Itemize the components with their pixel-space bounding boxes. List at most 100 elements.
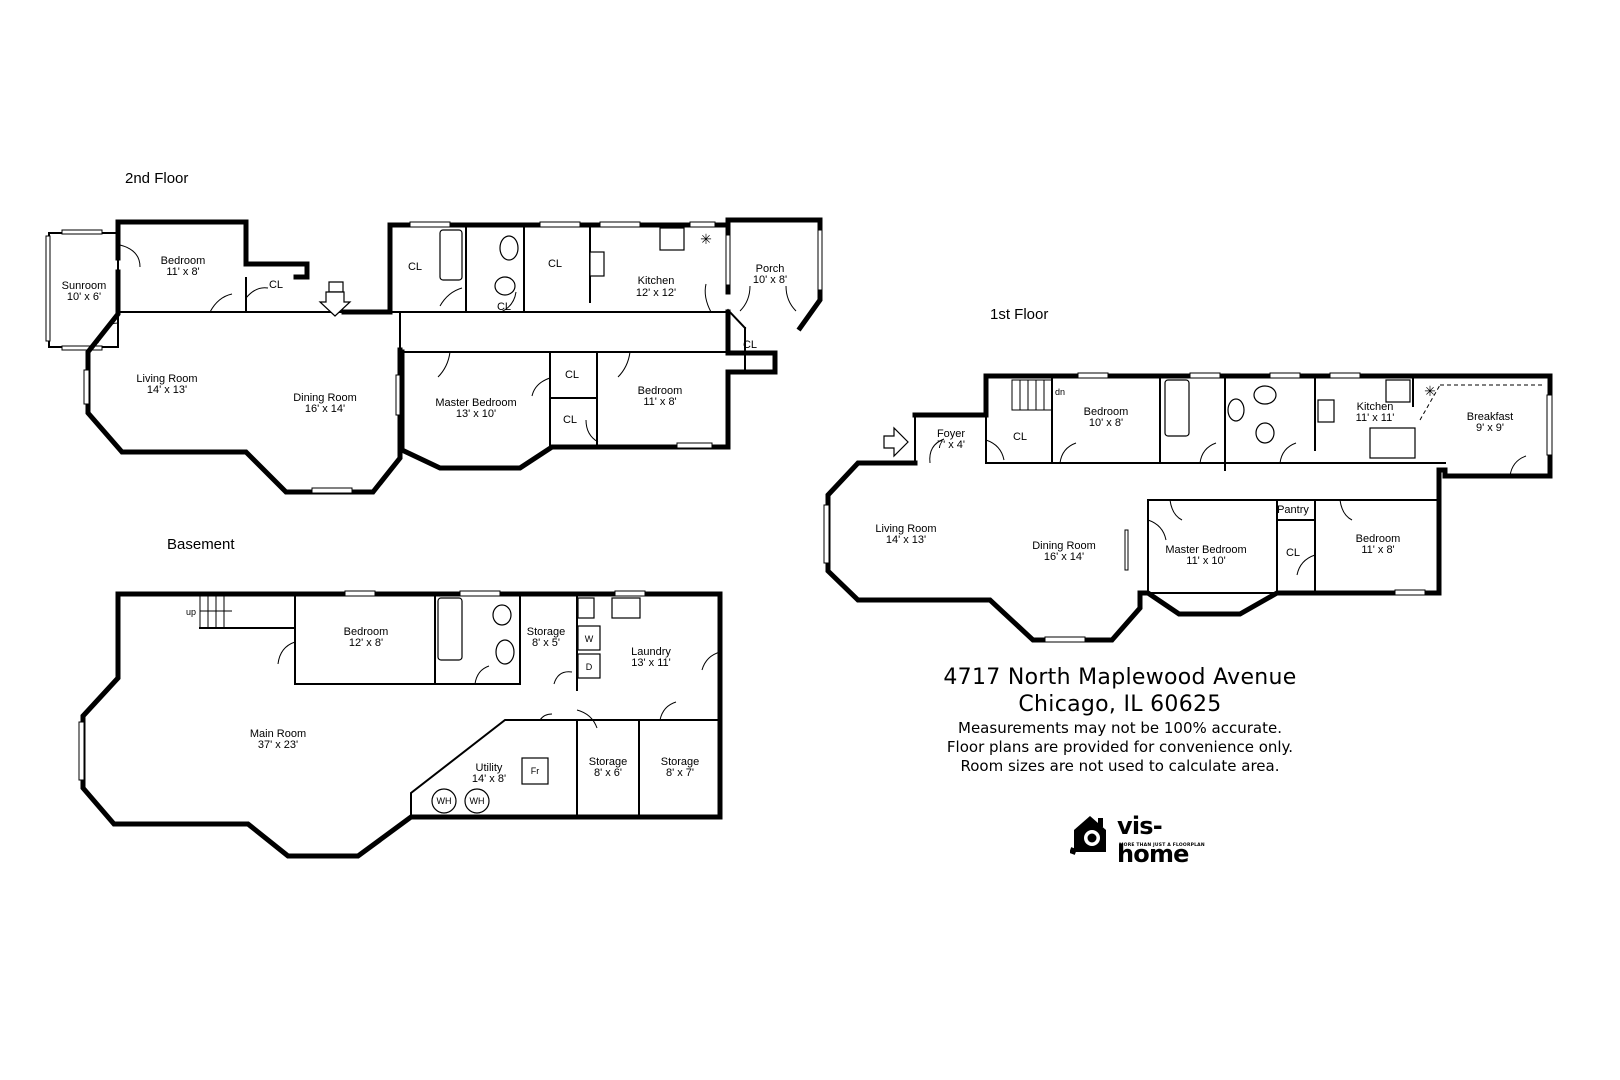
dryer-icon — [577, 653, 601, 679]
washer-icon — [577, 625, 601, 651]
dryer-label: D — [586, 662, 593, 672]
room-name: Breakfast — [1467, 411, 1513, 423]
room-name: Storage — [527, 626, 566, 638]
room-size: 14' x 13' — [147, 384, 187, 396]
room-name: Bedroom — [344, 626, 389, 638]
room-name: Storage — [589, 756, 628, 768]
room-name: Kitchen — [1357, 401, 1394, 413]
bathtub-icon — [1164, 379, 1190, 437]
room-name: Pantry — [1277, 504, 1309, 516]
water-heater-label: WH — [470, 796, 485, 806]
vis-home-logo: vis-home MORE THAN JUST A FLOORPLAN — [1070, 810, 1230, 868]
second-floor-title: 2nd Floor — [125, 170, 188, 187]
room-size: 37' x 23' — [258, 739, 298, 751]
water-heater-label: WH — [437, 796, 452, 806]
stove-icon — [659, 227, 685, 251]
house-camera-icon — [1070, 816, 1106, 855]
second-floor-plan: 2nd Floor — [45, 170, 823, 495]
stove-icon — [1385, 379, 1411, 403]
second-floor-exterior-wall-left — [115, 219, 310, 280]
room-name: Porch — [756, 263, 785, 275]
bathtub-icon — [437, 597, 463, 661]
room-size: 8' x 5' — [532, 637, 560, 649]
toilet-icon — [492, 604, 512, 626]
room-name: CL — [1286, 547, 1300, 559]
first-floor-title: 1st Floor — [990, 306, 1048, 323]
basement-title: Basement — [167, 536, 235, 553]
room-name: Bedroom — [638, 385, 683, 397]
room-size: 12' x 12' — [636, 287, 676, 299]
kitchen-sink-icon — [1317, 399, 1335, 423]
water-heater-icon — [431, 788, 457, 814]
sink-icon — [495, 639, 515, 665]
logo-tagline: MORE THAN JUST A FLOORPLAN — [1119, 843, 1205, 848]
room-name: Living Room — [136, 373, 197, 385]
stair-label: up — [186, 607, 196, 617]
room-size: 11' x 8' — [1361, 544, 1394, 556]
room-size: 10' x 8' — [1089, 417, 1123, 429]
room-name: CL — [548, 258, 562, 270]
room-name: Dining Room — [293, 392, 357, 404]
room-name: Foyer — [937, 428, 965, 440]
entry-arrow-icon — [883, 426, 909, 458]
furnace-icon — [521, 757, 549, 785]
room-name: Main Room — [250, 728, 306, 740]
room-size: 11' x 8' — [166, 266, 199, 278]
room-size: 11' x 10' — [1186, 555, 1225, 567]
room-size: 14' x 8' — [472, 773, 506, 785]
room-name: Bedroom — [1356, 533, 1401, 545]
room-name: Laundry — [631, 646, 671, 658]
sink-icon — [1227, 398, 1245, 422]
room-name: CL — [408, 261, 422, 273]
basement-plan: Basement — [78, 536, 723, 859]
room-size: 16' x 14' — [1044, 551, 1084, 563]
room-size: 7' x 4' — [937, 439, 965, 451]
disclaimer-line1: Measurements may not be 100% accurate. — [958, 719, 1282, 737]
room-size: 13' x 10' — [456, 408, 496, 420]
room-size: 10' x 6' — [67, 291, 101, 303]
room-name: Utility — [476, 762, 503, 774]
room-size: 16' x 14' — [305, 403, 345, 415]
sunroom-area — [45, 229, 119, 351]
room-name: CL — [563, 414, 577, 426]
sink-icon — [1255, 422, 1275, 444]
washer-label: W — [585, 634, 594, 644]
room-name: CL — [269, 279, 283, 291]
room-name: CL — [565, 369, 579, 381]
room-name: Bedroom — [1084, 406, 1129, 418]
room-size: 11' x 8' — [643, 396, 676, 408]
room-size: 14' x 13' — [886, 534, 926, 546]
disclaimer-line3: Room sizes are not used to calculate are… — [960, 757, 1280, 775]
room-size: 10' x 8' — [753, 274, 787, 286]
bathtub-icon — [439, 229, 463, 281]
first-floor-plan: 1st Floor — [823, 306, 1553, 643]
room-size: 11' x 11' — [1356, 412, 1395, 424]
second-floor-exterior-wall-south — [399, 309, 778, 471]
basement-stair — [199, 594, 296, 629]
furnace-label: Fr — [531, 766, 540, 776]
room-name: Storage — [661, 756, 700, 768]
entry-arrow-icon — [318, 291, 352, 317]
room-name: CL — [497, 301, 511, 313]
address-line2: Chicago, IL 60625 — [1018, 692, 1222, 717]
sink-icon — [499, 235, 519, 261]
room-size: 13' x 11' — [631, 657, 670, 669]
stair-label: dn — [1055, 387, 1065, 397]
snowflake-icon: ✳ — [700, 231, 712, 247]
first-floor-stair — [1011, 379, 1053, 411]
utility-sink-icon — [577, 597, 595, 619]
room-name: Living Room — [875, 523, 936, 535]
room-size: 8' x 7' — [666, 767, 694, 779]
room-name: Bedroom — [161, 255, 206, 267]
room-name: CL — [1013, 431, 1027, 443]
water-heater-icon — [464, 788, 490, 814]
property-info: 4717 North Maplewood Avenue Chicago, IL … — [880, 664, 1360, 775]
room-size: 9' x 9' — [1476, 422, 1504, 434]
logo-brand: vis-home — [1117, 812, 1189, 868]
toilet-icon — [1253, 385, 1277, 405]
room-name: CL — [743, 339, 757, 351]
basement-exterior-wall — [80, 591, 723, 859]
kitchen-sink-icon — [589, 251, 605, 277]
room-size: 8' x 6' — [594, 767, 622, 779]
